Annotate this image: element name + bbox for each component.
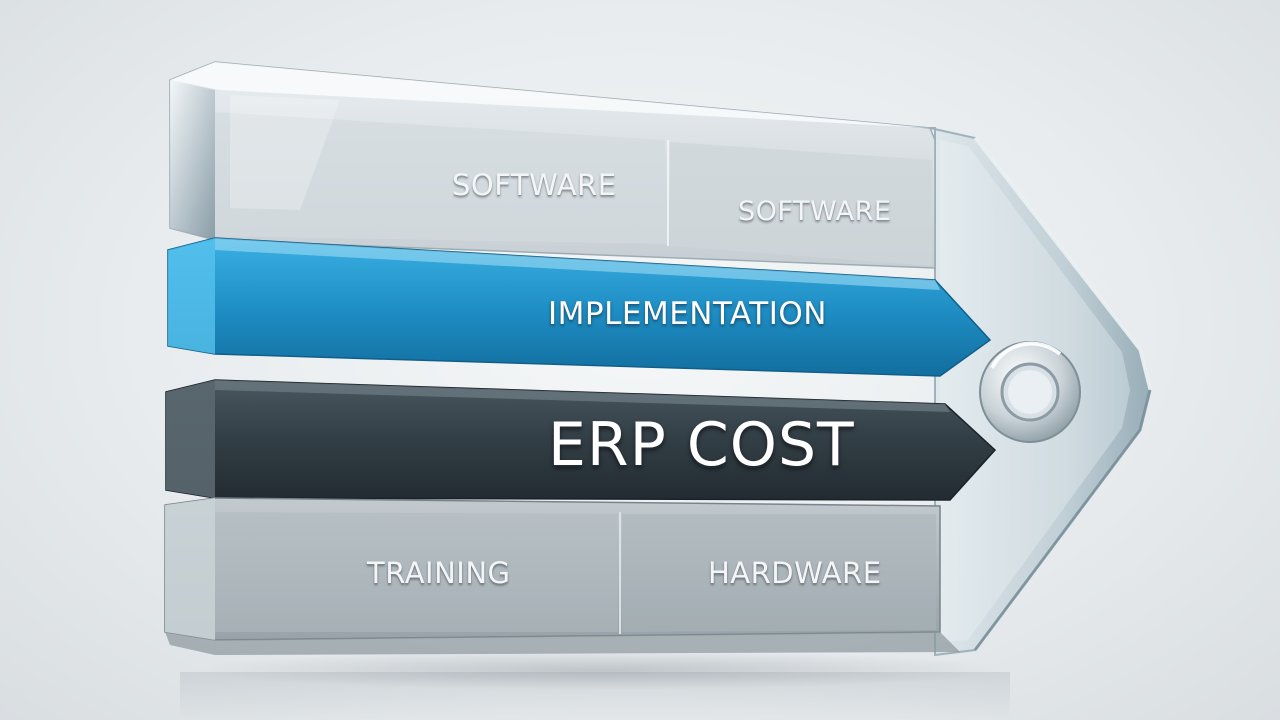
software-label: SOFTWARE — [452, 168, 617, 202]
erp-cost-title: ERP COST — [548, 410, 855, 480]
floor-reflection — [180, 672, 1010, 720]
hardware-label: HARDWARE — [708, 556, 882, 590]
implementation-label: IMPLEMENTATION — [548, 296, 827, 332]
floor-shadow — [190, 650, 1010, 690]
training-label: TRAINING — [367, 556, 511, 590]
software-label-secondary: SOFTWARE — [738, 196, 892, 227]
